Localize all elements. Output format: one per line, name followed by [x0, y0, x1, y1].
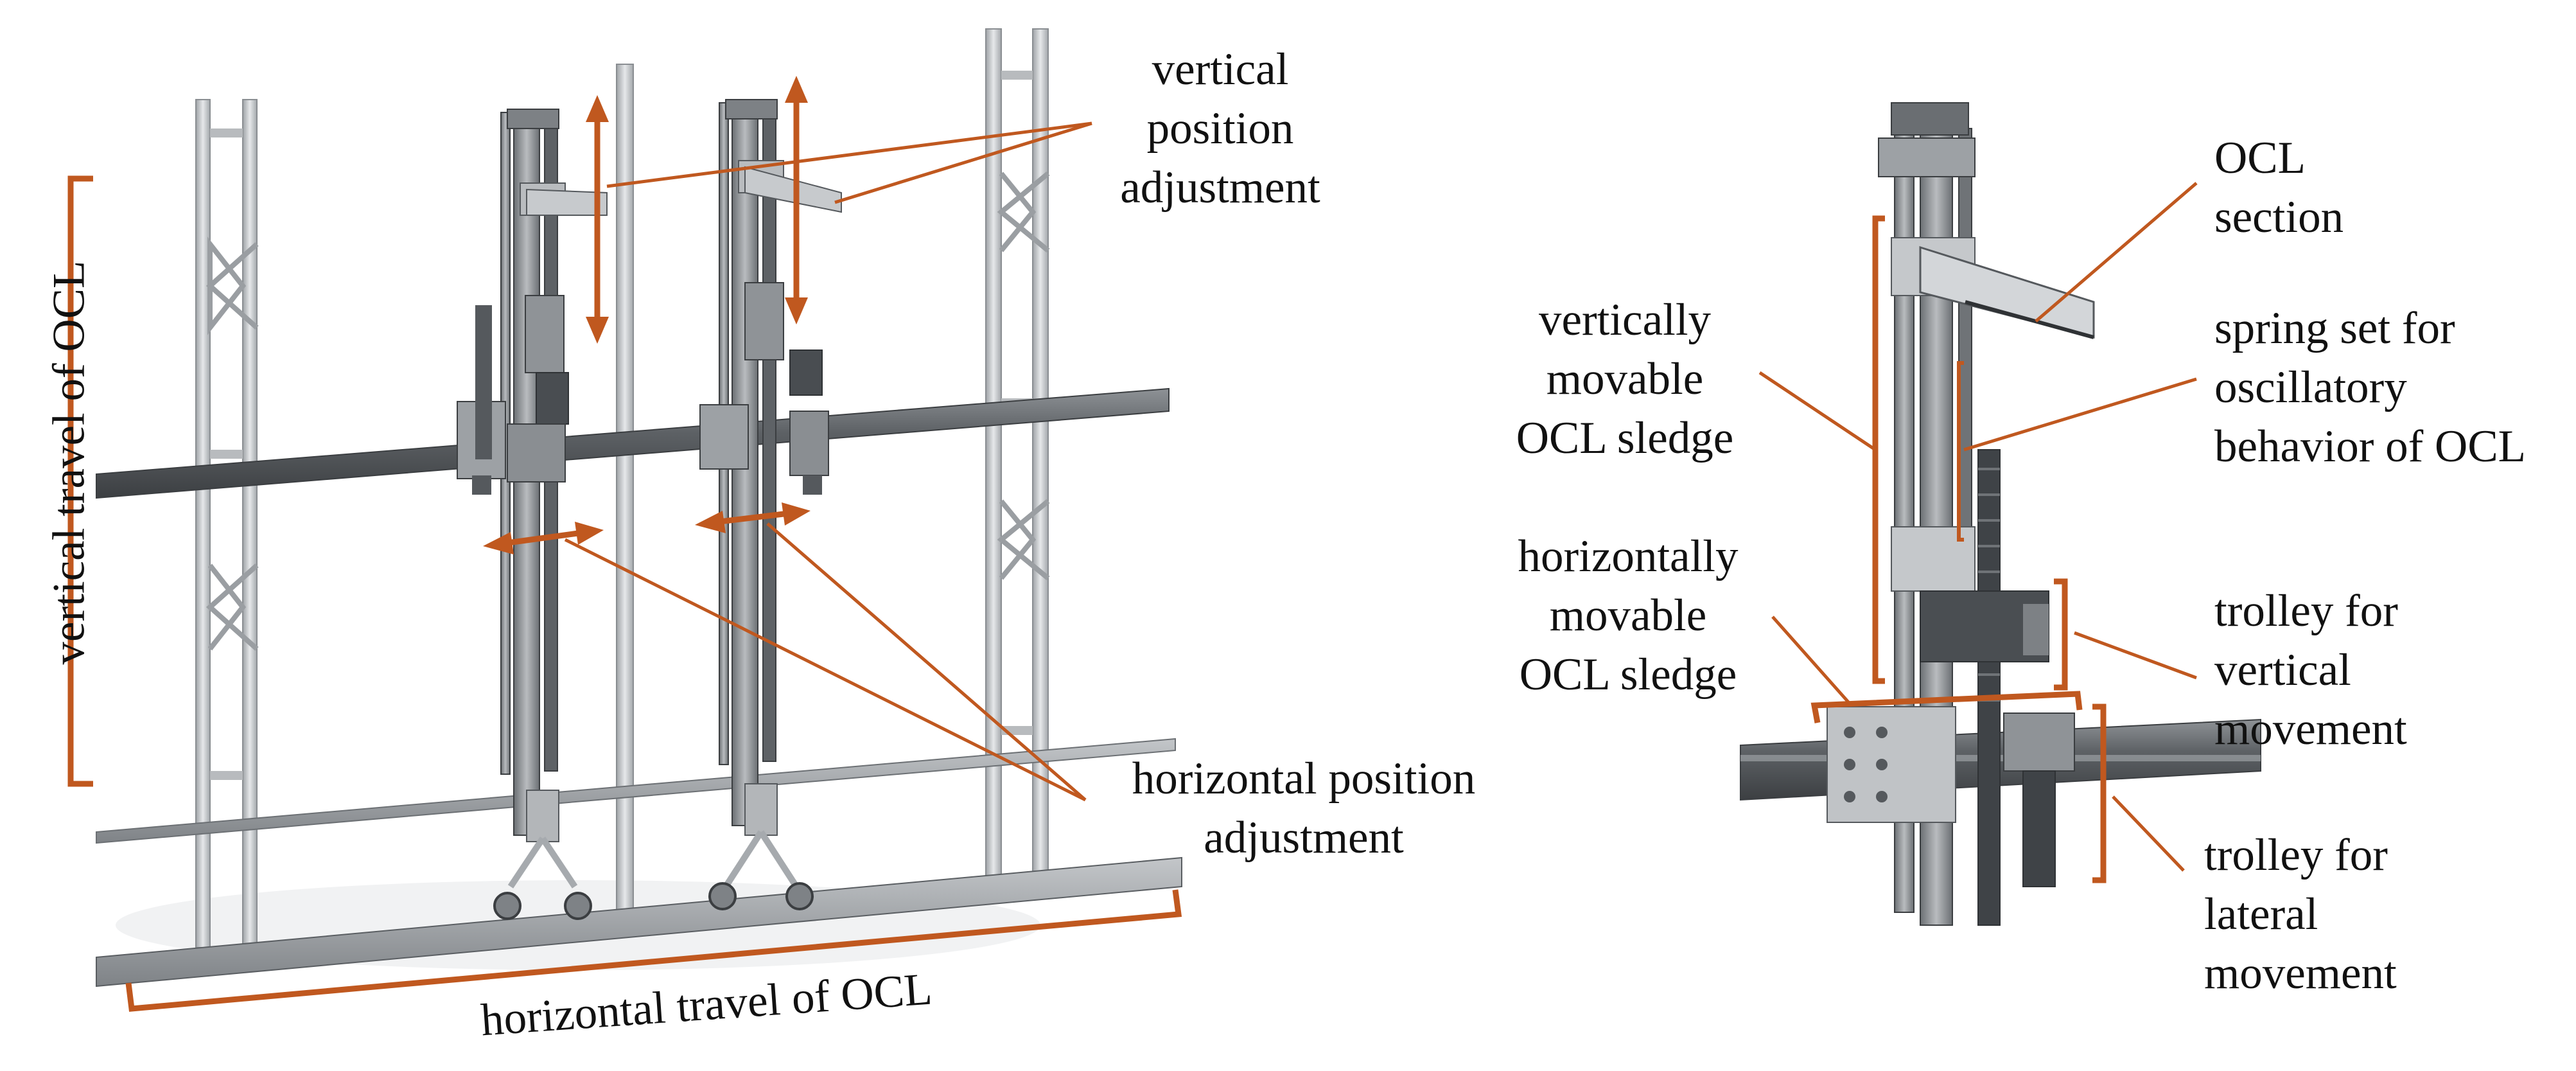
label-line: section — [2214, 192, 2344, 242]
ocl-unit-2 — [699, 99, 842, 910]
label-spring-set: spring set for oscillatory behavior of O… — [2214, 299, 2526, 476]
horizontal-sledge-bracket — [1810, 691, 2083, 723]
leader-vertical-sledge — [1758, 371, 1877, 452]
label-line: behavior of OCL — [2214, 421, 2527, 472]
leader-vertical-1 — [606, 121, 1092, 188]
spring-set-bracket — [1957, 361, 1964, 542]
leader-horizontal-2 — [766, 522, 1087, 801]
label-trolley-lateral: trolley for lateral movement — [2204, 826, 2397, 1003]
label-line: movement — [2204, 948, 2397, 998]
floor-rail — [96, 856, 1182, 987]
label-line: vertical travel of OCL — [44, 260, 94, 665]
leader-lateral-trolley — [2112, 795, 2185, 872]
label-line: spring set for — [2214, 303, 2455, 353]
left-rig-view — [67, 28, 1182, 1012]
lattice-frame-left — [195, 99, 259, 948]
label-line: movable — [1549, 590, 1707, 641]
label-line: OCL sledge — [1516, 413, 1734, 463]
label-trolley-vertical: trolley for vertical movement — [2214, 581, 2407, 759]
vertical-adjust-arrow-1 — [586, 95, 609, 344]
vertical-adjust-arrow-2 — [785, 76, 808, 324]
label-line: adjustment — [1204, 813, 1404, 863]
ocl-sledge-bottom — [1891, 526, 1976, 592]
label-horizontal-position-adjustment: horizontal position adjustment — [1092, 749, 1516, 867]
vertical-trolley-bracket — [2054, 578, 2068, 691]
left-annotations — [67, 76, 1182, 1012]
label-line: adjustment — [1120, 163, 1320, 213]
horizontal-adjust-arrow-2 — [695, 502, 810, 533]
label-line: lateral — [2204, 889, 2318, 939]
lateral-trolley — [2003, 713, 2075, 772]
ocl-unit-1 — [457, 109, 608, 920]
lower-horizontal-rail — [96, 738, 1176, 844]
label-line: movement — [2214, 704, 2407, 754]
label-line: vertical — [1152, 44, 1289, 94]
label-line: OCL — [2214, 133, 2306, 183]
label-line: horizontally — [1518, 531, 1739, 581]
lattice-frame-center — [616, 64, 634, 926]
label-line: oscillatory — [2214, 362, 2407, 412]
spring-set — [1977, 449, 2001, 926]
lattice-frame-right — [985, 28, 1050, 884]
label-vertical-position-adjustment: vertical position adjustment — [1105, 40, 1336, 217]
vertical-sledge-bracket — [1872, 215, 1885, 684]
label-line: position — [1146, 103, 1294, 154]
leader-vertical-2 — [834, 121, 1092, 204]
leader-horizontal-sledge — [1771, 615, 1851, 705]
right-rig-view — [1740, 102, 2261, 926]
horizontal-travel-bracket — [125, 889, 1182, 1012]
label-line: vertically — [1538, 295, 1712, 345]
label-line: horizontal position — [1132, 754, 1476, 804]
label-vertical-sledge: vertically movable OCL sledge — [1484, 290, 1766, 468]
label-line: vertical — [2214, 645, 2351, 695]
lateral-trolley-bracket — [2092, 704, 2107, 883]
vertical-travel-bracket — [67, 175, 93, 787]
leader-vertical-trolley — [2074, 631, 2197, 680]
leader-horizontal-1 — [564, 538, 1087, 802]
horizontal-adjust-arrow-1 — [483, 522, 604, 554]
label-line: trolley for — [2204, 830, 2388, 880]
label-line: movable — [1546, 354, 1704, 404]
right-annotations — [1758, 182, 2198, 883]
label-line: OCL sledge — [1519, 650, 1737, 700]
label-horizontal-sledge: horizontally movable OCL sledge — [1477, 527, 1779, 704]
leader-spring-set — [1963, 377, 2197, 452]
leader-ocl-section — [2035, 182, 2198, 323]
label-line: trolley for — [2214, 586, 2398, 636]
label-ocl-section: OCL section — [2214, 128, 2344, 247]
